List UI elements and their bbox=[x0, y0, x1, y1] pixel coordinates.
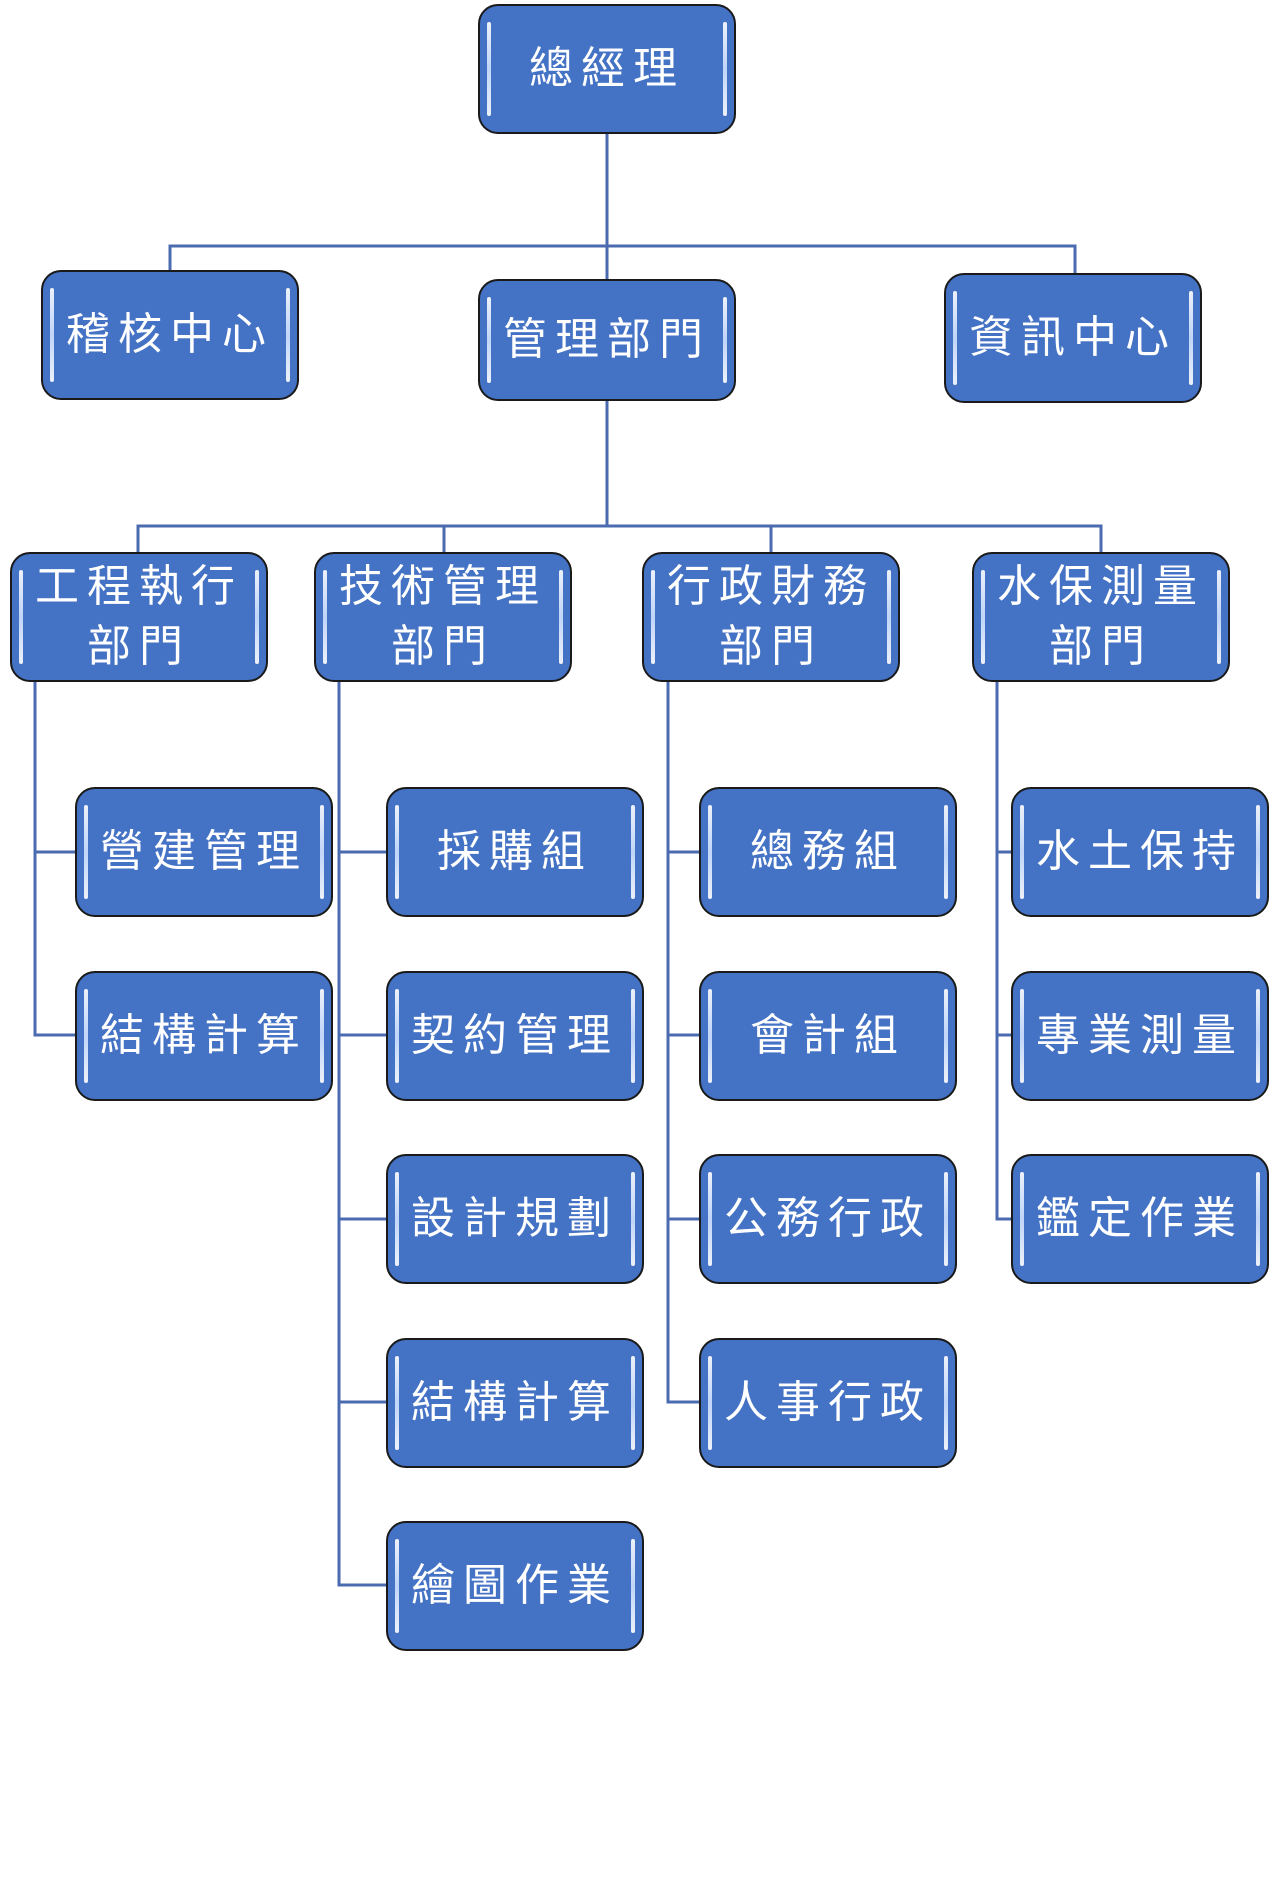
node-technical-dept: 技術管理部門 bbox=[314, 552, 572, 682]
node-audit-center: 稽核中心 bbox=[41, 270, 299, 400]
node-unit: 結構計算 bbox=[75, 971, 333, 1101]
node-unit: 人事行政 bbox=[699, 1338, 957, 1468]
node-label: 人事行政 bbox=[724, 1377, 932, 1428]
node-label: 繪圖作業 bbox=[411, 1560, 619, 1611]
node-soil-survey-dept: 水保測量部門 bbox=[972, 552, 1230, 682]
node-label-line2: 部門 bbox=[391, 621, 495, 672]
node-label: 營建管理 bbox=[100, 826, 308, 877]
node-label-line1: 技術管理 bbox=[339, 561, 547, 612]
node-label: 稽核中心 bbox=[66, 309, 274, 360]
node-label: 專業測量 bbox=[1036, 1010, 1244, 1061]
node-unit: 會計組 bbox=[699, 971, 957, 1101]
node-engineering-dept: 工程執行部門 bbox=[10, 552, 268, 682]
node-label: 公務行政 bbox=[724, 1193, 932, 1244]
node-unit: 契約管理 bbox=[386, 971, 644, 1101]
node-unit: 總務組 bbox=[699, 787, 957, 917]
node-general-manager: 總經理 bbox=[478, 4, 736, 134]
node-label: 資訊中心 bbox=[969, 312, 1177, 363]
node-label: 鑑定作業 bbox=[1036, 1193, 1244, 1244]
node-label: 採購組 bbox=[437, 826, 593, 877]
node-label-line2: 部門 bbox=[719, 621, 823, 672]
node-label-line2: 部門 bbox=[87, 621, 191, 672]
node-label: 總經理 bbox=[529, 43, 685, 94]
node-label: 結構計算 bbox=[411, 1377, 619, 1428]
node-unit: 採購組 bbox=[386, 787, 644, 917]
node-management-dept: 管理部門 bbox=[478, 279, 736, 401]
node-label-line1: 行政財務 bbox=[667, 561, 875, 612]
node-unit: 設計規劃 bbox=[386, 1154, 644, 1284]
node-label-line1: 水保測量 bbox=[997, 561, 1205, 612]
node-label: 契約管理 bbox=[411, 1010, 619, 1061]
node-unit: 繪圖作業 bbox=[386, 1521, 644, 1651]
node-label: 設計規劃 bbox=[411, 1193, 619, 1244]
node-unit: 營建管理 bbox=[75, 787, 333, 917]
node-unit: 水土保持 bbox=[1011, 787, 1269, 917]
node-info-center: 資訊中心 bbox=[944, 273, 1202, 403]
node-label: 管理部門 bbox=[503, 314, 711, 365]
node-label-line1: 工程執行 bbox=[35, 561, 243, 612]
node-label: 水土保持 bbox=[1036, 826, 1244, 877]
node-label: 會計組 bbox=[750, 1010, 906, 1061]
node-unit: 鑑定作業 bbox=[1011, 1154, 1269, 1284]
node-label-line2: 部門 bbox=[1049, 621, 1153, 672]
node-unit: 專業測量 bbox=[1011, 971, 1269, 1101]
node-label: 結構計算 bbox=[100, 1010, 308, 1061]
node-label: 總務組 bbox=[750, 826, 906, 877]
node-unit: 公務行政 bbox=[699, 1154, 957, 1284]
node-admin-finance-dept: 行政財務部門 bbox=[642, 552, 900, 682]
node-unit: 結構計算 bbox=[386, 1338, 644, 1468]
